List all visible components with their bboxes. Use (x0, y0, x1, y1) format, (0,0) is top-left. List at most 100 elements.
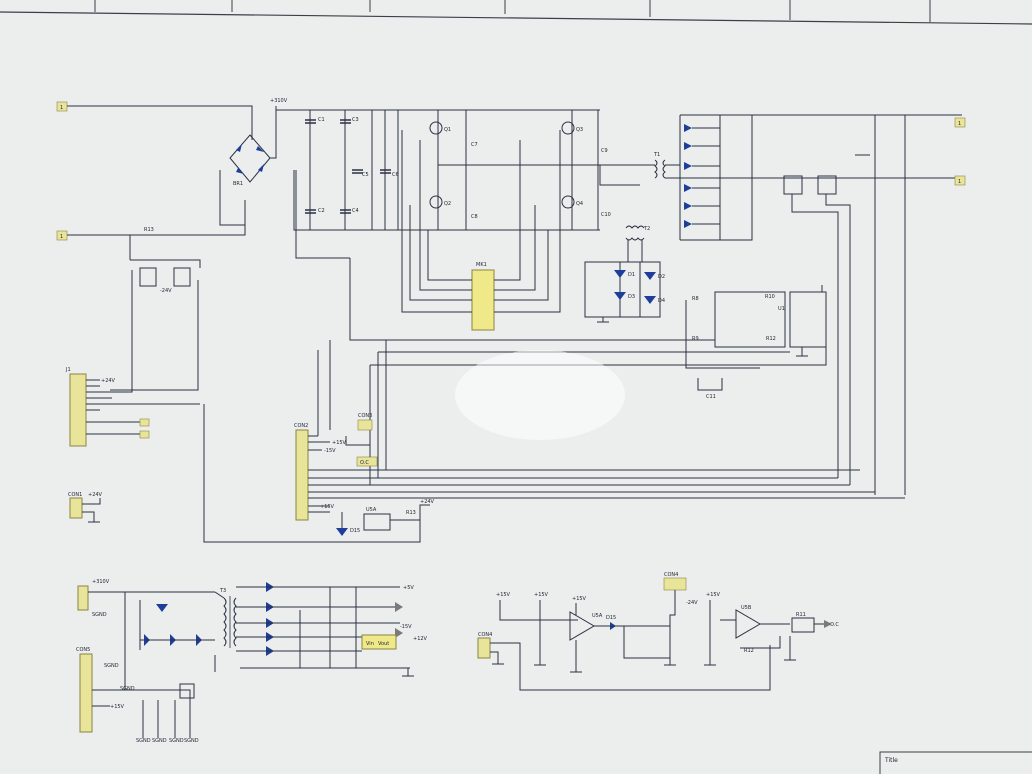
c5-label: C5 (362, 172, 369, 178)
c8-label: C8 (471, 214, 478, 220)
con1-label: CON1 (68, 492, 82, 498)
j1-pad-2 (139, 430, 150, 439)
title-block-label: Title (884, 757, 898, 764)
con1-plus24-label: +24V (88, 492, 103, 498)
relay-minus24-label: -24V (160, 288, 172, 294)
mk1-label: MK1 (476, 262, 487, 268)
bridge-rectifier: BR1 +310V (229, 98, 288, 187)
opto-label: U5A (366, 507, 377, 513)
current-sense-logic: R8 R9 R10 R12 U1 C11 (370, 285, 827, 400)
relay-block: R13 -24V (130, 227, 201, 294)
sgnd-4-label: SGND (184, 738, 199, 744)
con5-label: CON5 (76, 647, 90, 653)
sig-plus15-b: +15V (534, 592, 549, 598)
h-bridge: Q1 Q2 Q3 Q4 C7 C8 C9 C10 (400, 109, 640, 231)
output-pad-plus (954, 117, 966, 128)
c9-label: C9 (601, 148, 608, 154)
u1-label: U1 (778, 306, 785, 312)
top-border-line (0, 11, 1032, 25)
regulator-chip (361, 634, 397, 650)
j1-pad-1 (139, 418, 150, 427)
aux-plus15-left-label: +15V (110, 704, 125, 710)
r11-label: R11 (796, 612, 806, 618)
d1-label: D1 (628, 272, 635, 278)
d3-label: D3 (628, 294, 635, 300)
con2-plus15b-label: +15V (320, 504, 335, 510)
opto-isolator: U5A D15 +24V R13 (336, 499, 435, 536)
con4-top-label: CON4 (664, 572, 678, 578)
d15-label: D15 (606, 615, 616, 621)
con4-connector (477, 637, 491, 659)
sgnd-5-label: SGND (120, 686, 135, 692)
mains-pad-bottom-label: 1 (60, 234, 63, 240)
con1-connector (69, 497, 83, 519)
output-pad-minus (954, 175, 966, 186)
t2-label: T2 (643, 226, 650, 232)
con3-connector (357, 419, 373, 431)
sig-r12-label: R12 (744, 648, 754, 654)
transformer-t3: T3 +5V -15V Vin Vout +12V (214, 582, 428, 677)
c1-label: C1 (318, 117, 325, 123)
opto-plus24-label: +24V (420, 499, 435, 505)
r10-label: R10 (765, 294, 775, 300)
sgnd-3-label: SGND (169, 738, 184, 744)
sgnd-2-label: SGND (152, 738, 167, 744)
signal-conditioning: CON4 +15V +15V +15V U5A D15 CON4 -24V +1… (477, 572, 839, 691)
plus310-label: +310V (270, 98, 288, 104)
sig-plus15-c: +15V (572, 596, 587, 602)
br1-label: BR1 (233, 181, 243, 187)
aux-minus15-label: -15V (400, 624, 412, 630)
sgnd-1-label: SGND (136, 738, 151, 744)
sig-minus24-label: -24V (686, 600, 698, 606)
output-diodes: 1 1 (679, 114, 966, 495)
sig-plus15-a: +15V (496, 592, 511, 598)
oc-pad (356, 456, 378, 467)
vout-label: Vout (378, 641, 389, 647)
con2-minus15-label: -15V (324, 448, 336, 454)
relay-r-label: R13 (144, 227, 154, 233)
r12-label: R12 (766, 336, 776, 342)
aux-supply: +310V SGND CON5 +15V SGND SGND SGND SGND… (76, 579, 215, 744)
c2-label: C2 (318, 208, 325, 214)
mains-pad-top-label: 1 (60, 105, 63, 111)
r8-label: R8 (692, 296, 699, 302)
c10-label: C10 (601, 212, 611, 218)
title-block (879, 751, 1032, 774)
vin-label: Vin (366, 641, 374, 647)
q3-label: Q3 (576, 127, 583, 133)
j1-connector (69, 373, 87, 447)
c3-label: C3 (352, 117, 359, 123)
j1-label: J1 (65, 367, 71, 373)
aux-plus12-label: +12V (413, 636, 428, 642)
output-pad-plus-label: 1 (958, 121, 961, 127)
c6-label: C6 (392, 172, 399, 178)
q1-label: Q1 (444, 127, 451, 133)
connector-con3: CON3 O.C (345, 413, 378, 467)
q4-label: Q4 (576, 201, 583, 207)
mk1-chip (471, 269, 495, 331)
con3-label: CON3 (358, 413, 372, 419)
aux-sgnd-label: SGND (92, 612, 107, 618)
aux-plus310-label: +310V (92, 579, 110, 585)
q2-label: Q2 (444, 201, 451, 207)
connector-j1: J1 +24V (65, 270, 421, 543)
c11-label: C11 (706, 394, 716, 400)
d15-top-label: D15 (350, 528, 360, 534)
glare (455, 350, 625, 440)
sig-oc-label: O.C (830, 622, 839, 628)
d2-label: D2 (658, 274, 665, 280)
connector-con1: CON1 +24V (68, 492, 103, 523)
con4-label: CON4 (478, 632, 492, 638)
output-pad-minus-label: 1 (958, 179, 961, 185)
con2-label: CON2 (294, 423, 308, 429)
r9-label: R9 (692, 336, 699, 342)
t3-label: T3 (219, 588, 226, 594)
con2-plus15-label: +15V (332, 440, 347, 446)
aux-plus5-label: +5V (403, 585, 414, 591)
mains-input: 1 1 (56, 101, 253, 260)
c4-label: C4 (352, 208, 359, 214)
driver-diodes: D1 D3 D2 D4 (584, 261, 665, 323)
con5-connector (79, 653, 93, 733)
con2-connector (295, 429, 309, 521)
